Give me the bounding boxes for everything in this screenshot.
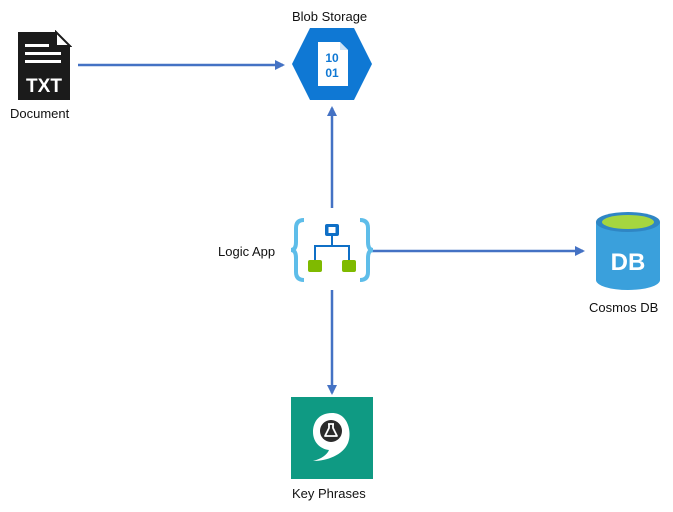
logic-app-node	[290, 216, 374, 289]
blob-storage-icon: 10 01	[292, 28, 372, 100]
blob-storage-node: 10 01	[290, 26, 374, 107]
cosmos-db-icon: DB	[596, 212, 660, 290]
document-node: TXT	[16, 29, 73, 107]
key-phrases-label: Key Phrases	[292, 486, 366, 501]
txt-file-icon: TXT	[18, 29, 73, 100]
document-label: Document	[10, 106, 70, 121]
cosmos-db-node: DB	[594, 210, 662, 297]
key-phrases-icon	[291, 397, 373, 479]
txt-icon-text: TXT	[26, 76, 62, 97]
blob-storage-label: Blob Storage	[292, 9, 368, 24]
blob-icon-text-bottom: 01	[325, 66, 339, 80]
logic-app-label: Logic App	[218, 244, 276, 259]
key-phrases-node	[291, 397, 373, 484]
cosmos-icon-text: DB	[611, 249, 646, 276]
cosmos-db-label: Cosmos DB	[589, 300, 659, 315]
blob-icon-text-top: 10	[325, 51, 339, 65]
logic-app-icon	[290, 218, 374, 282]
